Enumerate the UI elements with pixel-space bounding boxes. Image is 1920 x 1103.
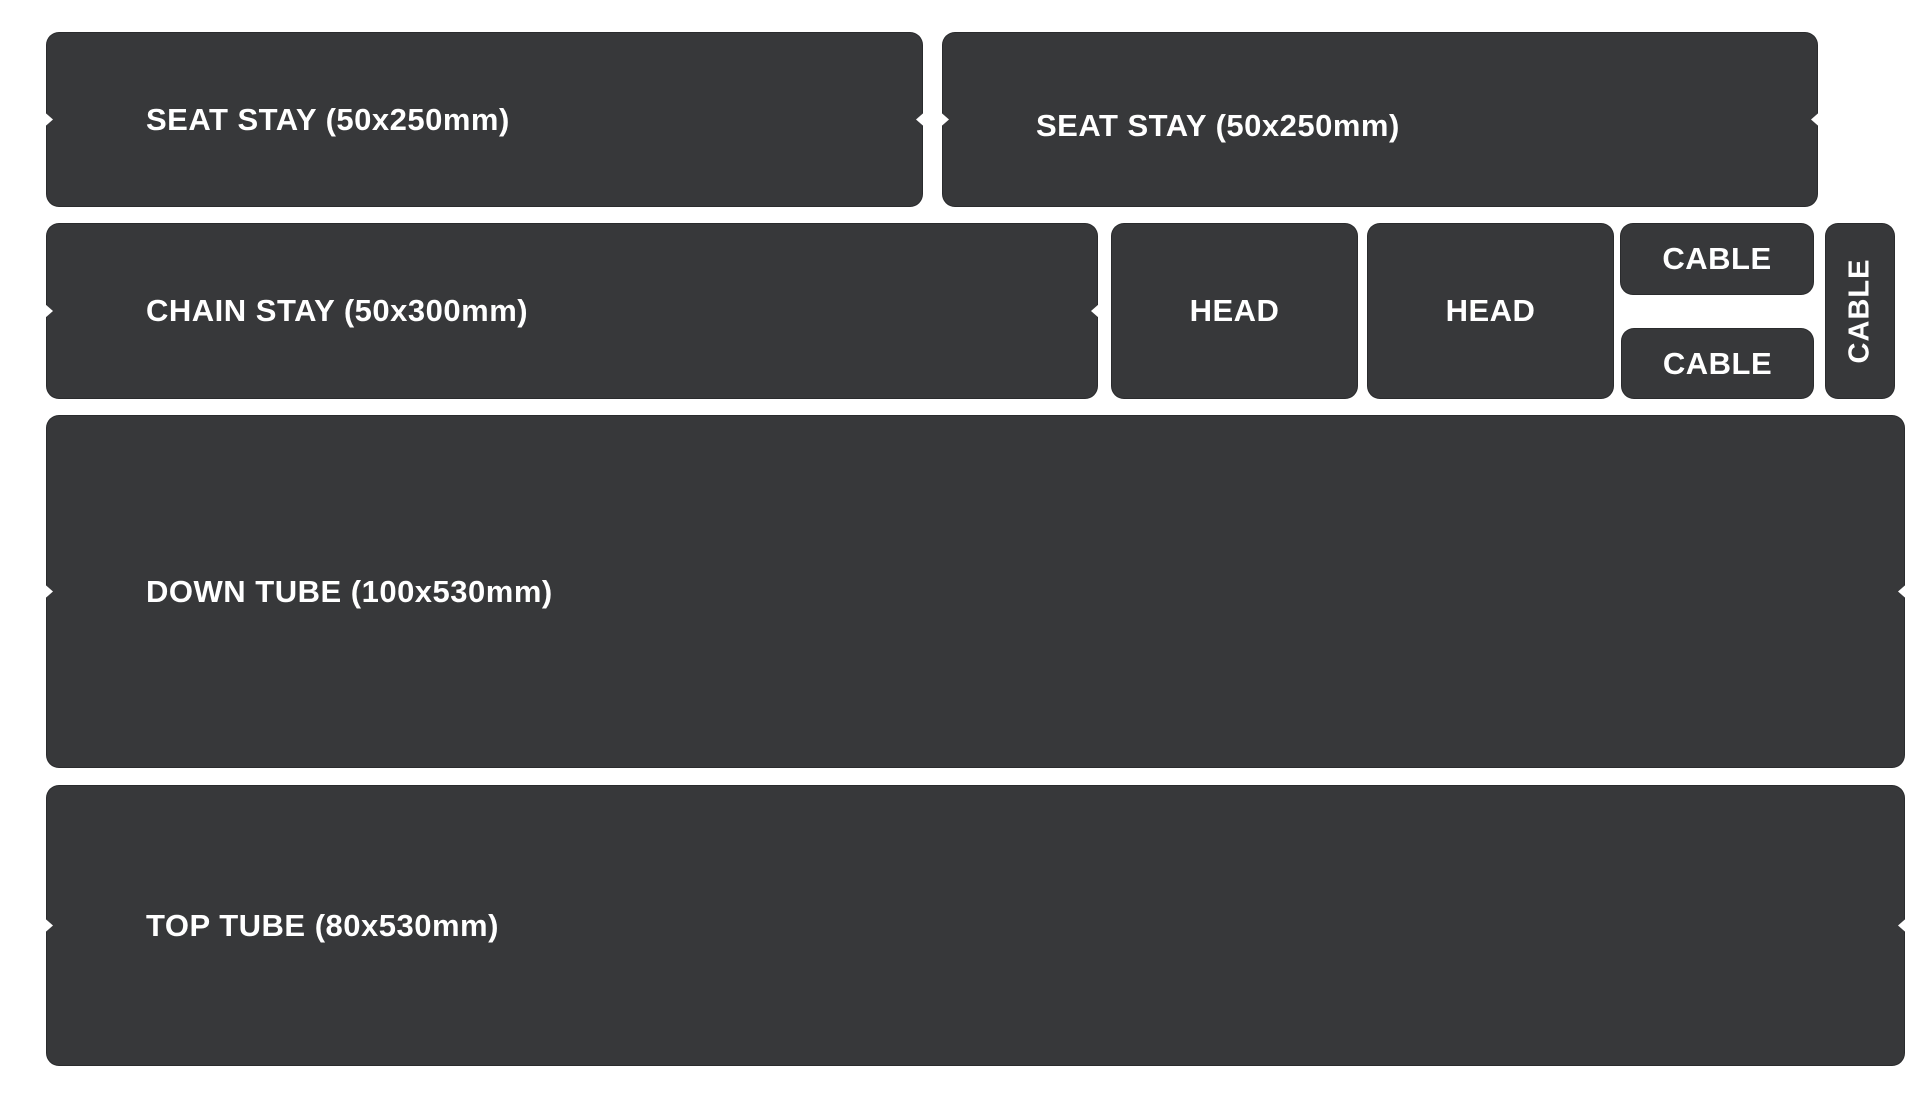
cable-piece-1: CABLE	[1621, 224, 1813, 294]
chain-stay-label: CHAIN STAY (50x300mm)	[146, 293, 529, 328]
cable-label: CABLE	[1662, 241, 1772, 276]
seat-stay-piece-2: SEAT STAY (50x250mm)	[941, 33, 1819, 206]
top-tube-piece: TOP TUBE (80x530mm)	[45, 786, 1906, 1065]
notch-marker	[1091, 304, 1099, 318]
head-piece-1: HEAD	[1112, 224, 1357, 398]
notch-marker	[1898, 584, 1906, 599]
notch-marker	[1898, 918, 1906, 933]
top-tube-label: TOP TUBE (80x530mm)	[146, 907, 499, 943]
seat-stay-piece-1: SEAT STAY (50x250mm)	[45, 33, 924, 206]
notch-marker	[45, 112, 53, 127]
notch-marker	[45, 584, 53, 599]
cable-piece-vertical: CABLE	[1826, 224, 1894, 398]
chain-stay-piece: CHAIN STAY (50x300mm)	[45, 224, 1099, 398]
notch-marker	[941, 112, 949, 127]
notch-marker	[45, 918, 53, 933]
cable-label: CABLE	[1843, 258, 1876, 364]
down-tube-piece: DOWN TUBE (100x530mm)	[45, 416, 1906, 767]
down-tube-label: DOWN TUBE (100x530mm)	[146, 573, 553, 609]
seat-stay-label: SEAT STAY (50x250mm)	[1036, 107, 1400, 143]
cable-piece-2: CABLE	[1622, 329, 1813, 398]
notch-marker	[45, 304, 53, 318]
head-label: HEAD	[1445, 293, 1536, 328]
seat-stay-label: SEAT STAY (50x250mm)	[146, 101, 510, 137]
head-piece-2: HEAD	[1368, 224, 1613, 398]
head-label: HEAD	[1189, 293, 1280, 328]
cable-label: CABLE	[1662, 345, 1773, 381]
notch-marker	[1811, 112, 1819, 127]
notch-marker	[916, 112, 924, 127]
